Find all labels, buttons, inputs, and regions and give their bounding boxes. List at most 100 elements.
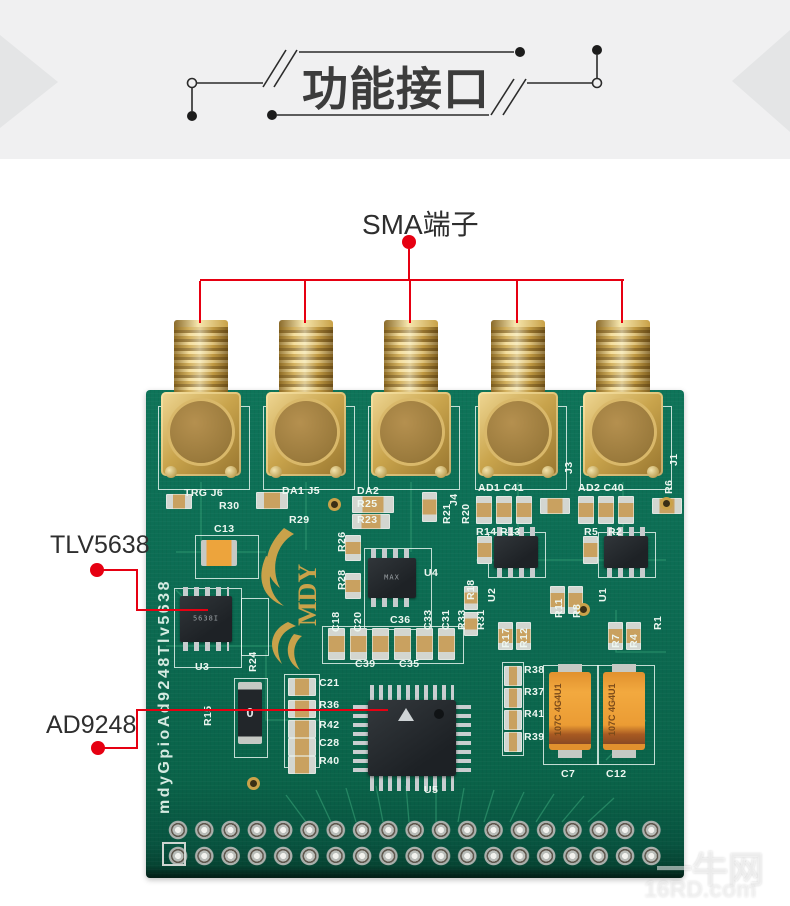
silkscreen-label: C28 [319, 737, 340, 749]
silkscreen-label: R21 [441, 503, 453, 524]
ad9248-chip [368, 700, 456, 776]
silkscreen-label: C36 [390, 614, 411, 626]
passive-component [352, 514, 390, 529]
silkscreen-label: C18 [330, 611, 342, 632]
passive-component [476, 496, 492, 524]
sma-callout-line [516, 281, 518, 323]
sma-lug [435, 466, 447, 478]
ad9248-label: AD9248 [46, 711, 137, 739]
passive-component [578, 496, 594, 524]
silkscreen-label: U2 [486, 587, 498, 602]
passive-component [350, 628, 367, 660]
sma-connector [266, 320, 346, 478]
u2-chip [494, 527, 538, 577]
sma-callout-line [304, 281, 306, 323]
silkscreen-label: R29 [289, 514, 310, 526]
sma-lug [165, 466, 177, 478]
sma-barrel [279, 324, 333, 394]
sma-rim [596, 320, 650, 327]
silkscreen-label: J3 [563, 461, 575, 474]
adc-callout-line [98, 747, 138, 749]
u1-chip [604, 527, 648, 577]
silkscreen-label: R39 [524, 731, 545, 743]
sma-callout-line [200, 279, 624, 281]
adc-callout-line [136, 709, 138, 749]
passive-component [540, 498, 570, 514]
silkscreen-label: R25 [357, 498, 378, 510]
tlv5638-chip: 5638I [180, 587, 232, 651]
passive-component [166, 494, 192, 509]
silkscreen-label: AD1 C41 [478, 482, 524, 494]
chip-marking: 5638I [192, 614, 220, 623]
silkscreen-label: R1 [652, 615, 664, 630]
sma-callout-dot [402, 235, 416, 249]
passive-component [464, 612, 478, 636]
passive-component [504, 666, 522, 686]
sma-rim [279, 320, 333, 327]
u4-chip: MAX [368, 549, 416, 607]
silkscreen-label: R20 [460, 503, 472, 524]
passive-component [416, 628, 433, 660]
sma-lug [587, 466, 599, 478]
silkscreen-label: R7 [610, 633, 622, 648]
silkscreen-label: C13 [214, 523, 235, 535]
silkscreen-label: C35 [399, 658, 420, 670]
passive-component [372, 628, 389, 660]
silkscreen-box [195, 535, 259, 579]
header-circuit-decoration-icon [0, 30, 790, 132]
silkscreen-label: DA1 J5 [282, 485, 321, 497]
passive-component [352, 496, 394, 513]
passive-component [626, 622, 641, 650]
gold-via [577, 603, 590, 616]
sma-lug [270, 466, 282, 478]
sma-rim [491, 320, 545, 327]
qfp-pins [456, 704, 471, 772]
passive-component [438, 628, 455, 660]
passive-component [328, 628, 345, 660]
silkscreen-label: C39 [355, 658, 376, 670]
silkscreen-label: R11 [553, 598, 565, 618]
sma-barrel [491, 324, 545, 394]
sma-plate [170, 401, 232, 463]
silkscreen-box [234, 678, 268, 758]
silkscreen-label: R5 [584, 526, 599, 538]
silkscreen-label: R36 [319, 699, 340, 711]
tlv5638-label: TLV5638 [50, 531, 150, 559]
silkscreen-label: R14 [476, 526, 497, 538]
silkscreen-label: C12 [606, 768, 627, 780]
c7-tantalum-capacitor: 107C 4G4U1 [549, 664, 591, 758]
silkscreen-label: U4 [424, 567, 439, 579]
sma-barrel [384, 324, 438, 394]
sma-lug [225, 466, 237, 478]
passive-component [477, 536, 492, 564]
sma-plate [487, 401, 549, 463]
tlv-callout-line [136, 609, 208, 611]
silkscreen-label: C7 [561, 768, 576, 780]
passive-component [598, 496, 614, 524]
silkscreen-box [241, 598, 269, 656]
board-name-silkscreen: mdyGpioAd9248Tlv5638 [156, 579, 173, 814]
silkscreen-label: R33 [456, 609, 468, 630]
gold-via [660, 497, 673, 510]
passive-component [608, 622, 623, 650]
silkscreen-label: R12 [518, 627, 530, 648]
r15-resistor: 0 [238, 682, 262, 744]
sma-lug [482, 466, 494, 478]
silkscreen-label: R37 [524, 686, 545, 698]
silkscreen-label: TRG J6 [184, 487, 224, 499]
silkscreen-label: C31 [440, 609, 452, 630]
passive-component [496, 496, 512, 524]
sma-callout-line [621, 281, 623, 323]
passive-component [288, 720, 316, 738]
mdy-logo-text: MDY [293, 564, 322, 626]
pcb-board: 5638I MAX 0 107C 4G4U1 107C 4G4U1 MDY TR… [146, 320, 684, 878]
sma-terminal-label: SMA端子 [362, 209, 479, 240]
gold-via [328, 498, 341, 511]
passive-component [516, 496, 532, 524]
passive-component [504, 732, 522, 752]
gold-via [247, 777, 260, 790]
silkscreen-label: J1 [668, 453, 680, 466]
silkscreen-label: R31 [475, 609, 487, 630]
sma-lug [375, 466, 387, 478]
sma-plate [380, 401, 442, 463]
